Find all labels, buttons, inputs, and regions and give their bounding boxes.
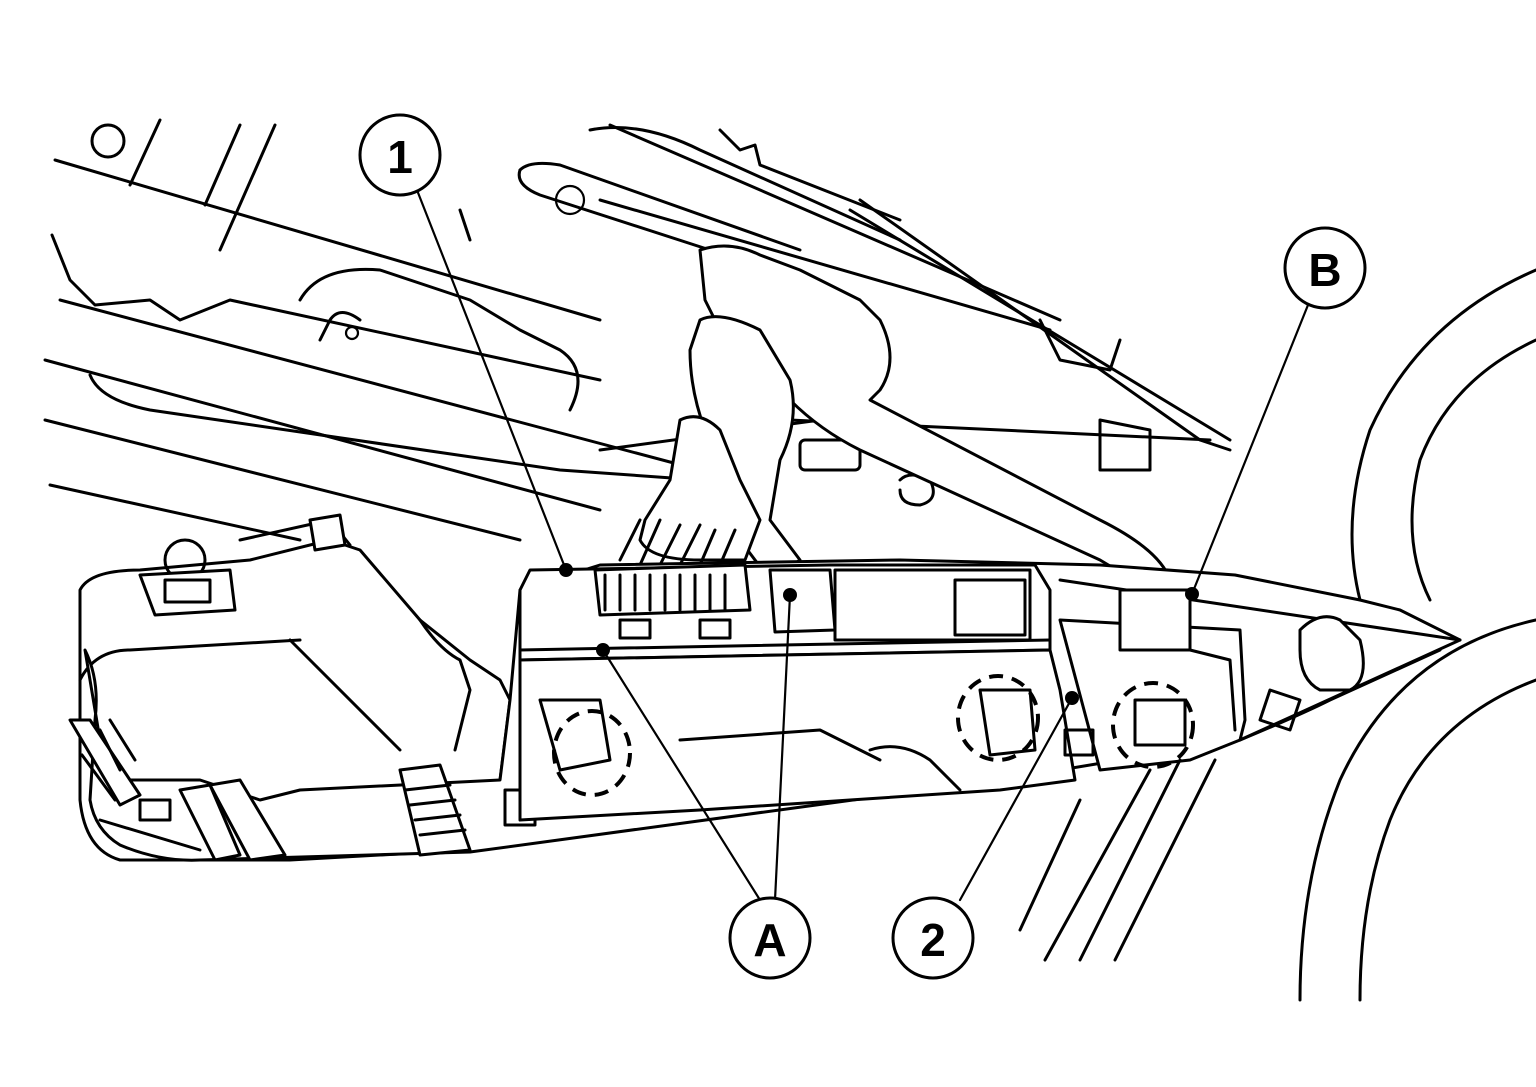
- wire-harness: [618, 244, 1172, 592]
- callout-b-label: B: [1308, 244, 1341, 296]
- callout-a-dot-2: [783, 588, 797, 602]
- leader-lines: [413, 183, 1312, 902]
- power-window-switch: [518, 563, 1247, 822]
- clip-markers: [552, 674, 1195, 797]
- callout-1: 1: [358, 113, 442, 197]
- callout-a-dot-1: [596, 643, 610, 657]
- callout-dots: [559, 563, 1199, 705]
- door-outer-curve: [1018, 268, 1536, 1002]
- callout-2: 2: [891, 896, 975, 980]
- callout-a: A: [728, 896, 812, 980]
- callout-b-dot: [1185, 587, 1199, 601]
- callout-1-dot: [559, 563, 573, 577]
- door-frame-lines: [43, 118, 1232, 542]
- callout-1-label: 1: [387, 131, 413, 183]
- callout-b: B: [1283, 226, 1367, 310]
- callout-2-dot: [1065, 691, 1079, 705]
- callout-a-label: A: [753, 914, 786, 966]
- callout-2-label: 2: [920, 914, 946, 966]
